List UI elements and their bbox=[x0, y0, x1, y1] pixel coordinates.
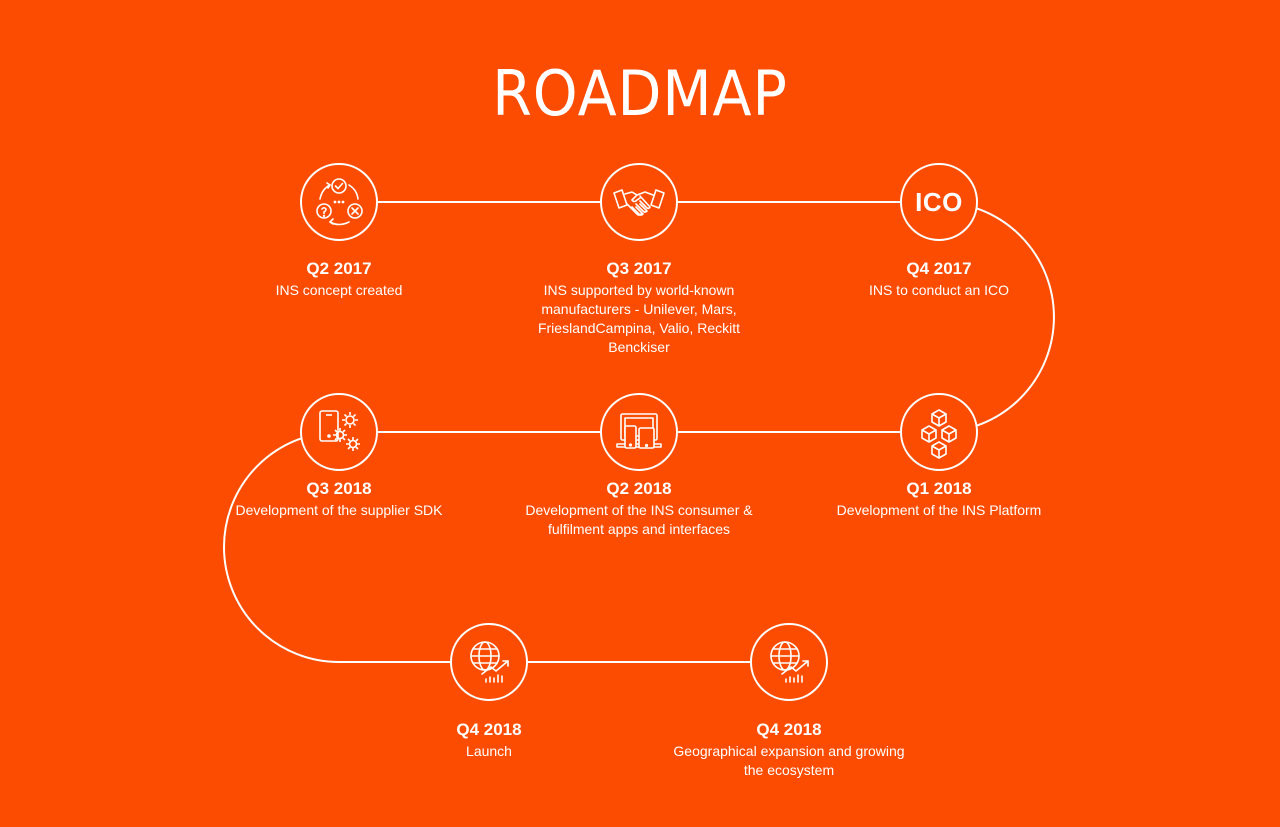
phone-gears-icon bbox=[319, 410, 360, 451]
milestone-date: Q2 2018 bbox=[606, 479, 672, 498]
milestone-7-icon-circle bbox=[450, 623, 528, 701]
milestone-description: INS concept created bbox=[275, 282, 403, 298]
milestone-1-text: Q2 2017 INS concept created bbox=[209, 258, 469, 300]
process-cycle-icon bbox=[316, 178, 363, 226]
milestone-4-icon-circle bbox=[900, 393, 978, 471]
milestone-1-icon-circle bbox=[300, 163, 378, 241]
milestone-description: Development of the INS consumer & fulfil… bbox=[525, 502, 753, 537]
milestone-4-text: Q1 2018 Development of the INS Platform bbox=[809, 478, 1069, 520]
milestone-8-icon-circle bbox=[750, 623, 828, 701]
ico-icon: ICO bbox=[915, 187, 963, 217]
blocks-icon bbox=[921, 409, 957, 459]
milestone-description: Development of the supplier SDK bbox=[235, 502, 443, 518]
milestone-description: Launch bbox=[466, 743, 512, 759]
milestone-description: Development of the INS Platform bbox=[836, 502, 1042, 518]
milestone-description: INS supported by world-known manufacture… bbox=[537, 282, 741, 355]
page-title: ROADMAP bbox=[492, 57, 788, 130]
milestone-date: Q4 2018 bbox=[756, 720, 822, 739]
handshake-icon bbox=[613, 189, 665, 216]
milestone-8-text: Q4 2018 Geographical expansion and growi… bbox=[659, 719, 919, 780]
milestone-date: Q2 2017 bbox=[306, 259, 372, 278]
milestone-date: Q4 2018 bbox=[456, 720, 522, 739]
milestone-6-icon-circle bbox=[300, 393, 378, 471]
milestone-3-icon-circle: ICO bbox=[900, 163, 978, 241]
milestone-description: INS to conduct an ICO bbox=[868, 282, 1010, 298]
devices-icon bbox=[616, 413, 662, 449]
globe-growth-icon bbox=[470, 641, 509, 683]
milestone-description: Geographical expansion and growing the e… bbox=[673, 743, 905, 778]
milestone-date: Q3 2018 bbox=[306, 479, 372, 498]
milestone-7-text: Q4 2018 Launch bbox=[359, 719, 619, 761]
milestone-6-text: Q3 2018 Development of the supplier SDK bbox=[209, 478, 469, 520]
milestone-date: Q3 2017 bbox=[606, 259, 672, 278]
milestone-5-text: Q2 2018 Development of the INS consumer … bbox=[509, 478, 769, 539]
milestone-date: Q1 2018 bbox=[906, 479, 972, 498]
milestone-5-icon-circle bbox=[600, 393, 678, 471]
milestone-3-text: Q4 2017 INS to conduct an ICO bbox=[809, 258, 1069, 300]
milestone-2-icon-circle bbox=[600, 163, 678, 241]
globe-growth-icon bbox=[770, 641, 809, 683]
milestone-date: Q4 2017 bbox=[906, 259, 972, 278]
milestone-2-text: Q3 2017 INS supported by world-known man… bbox=[509, 258, 769, 357]
